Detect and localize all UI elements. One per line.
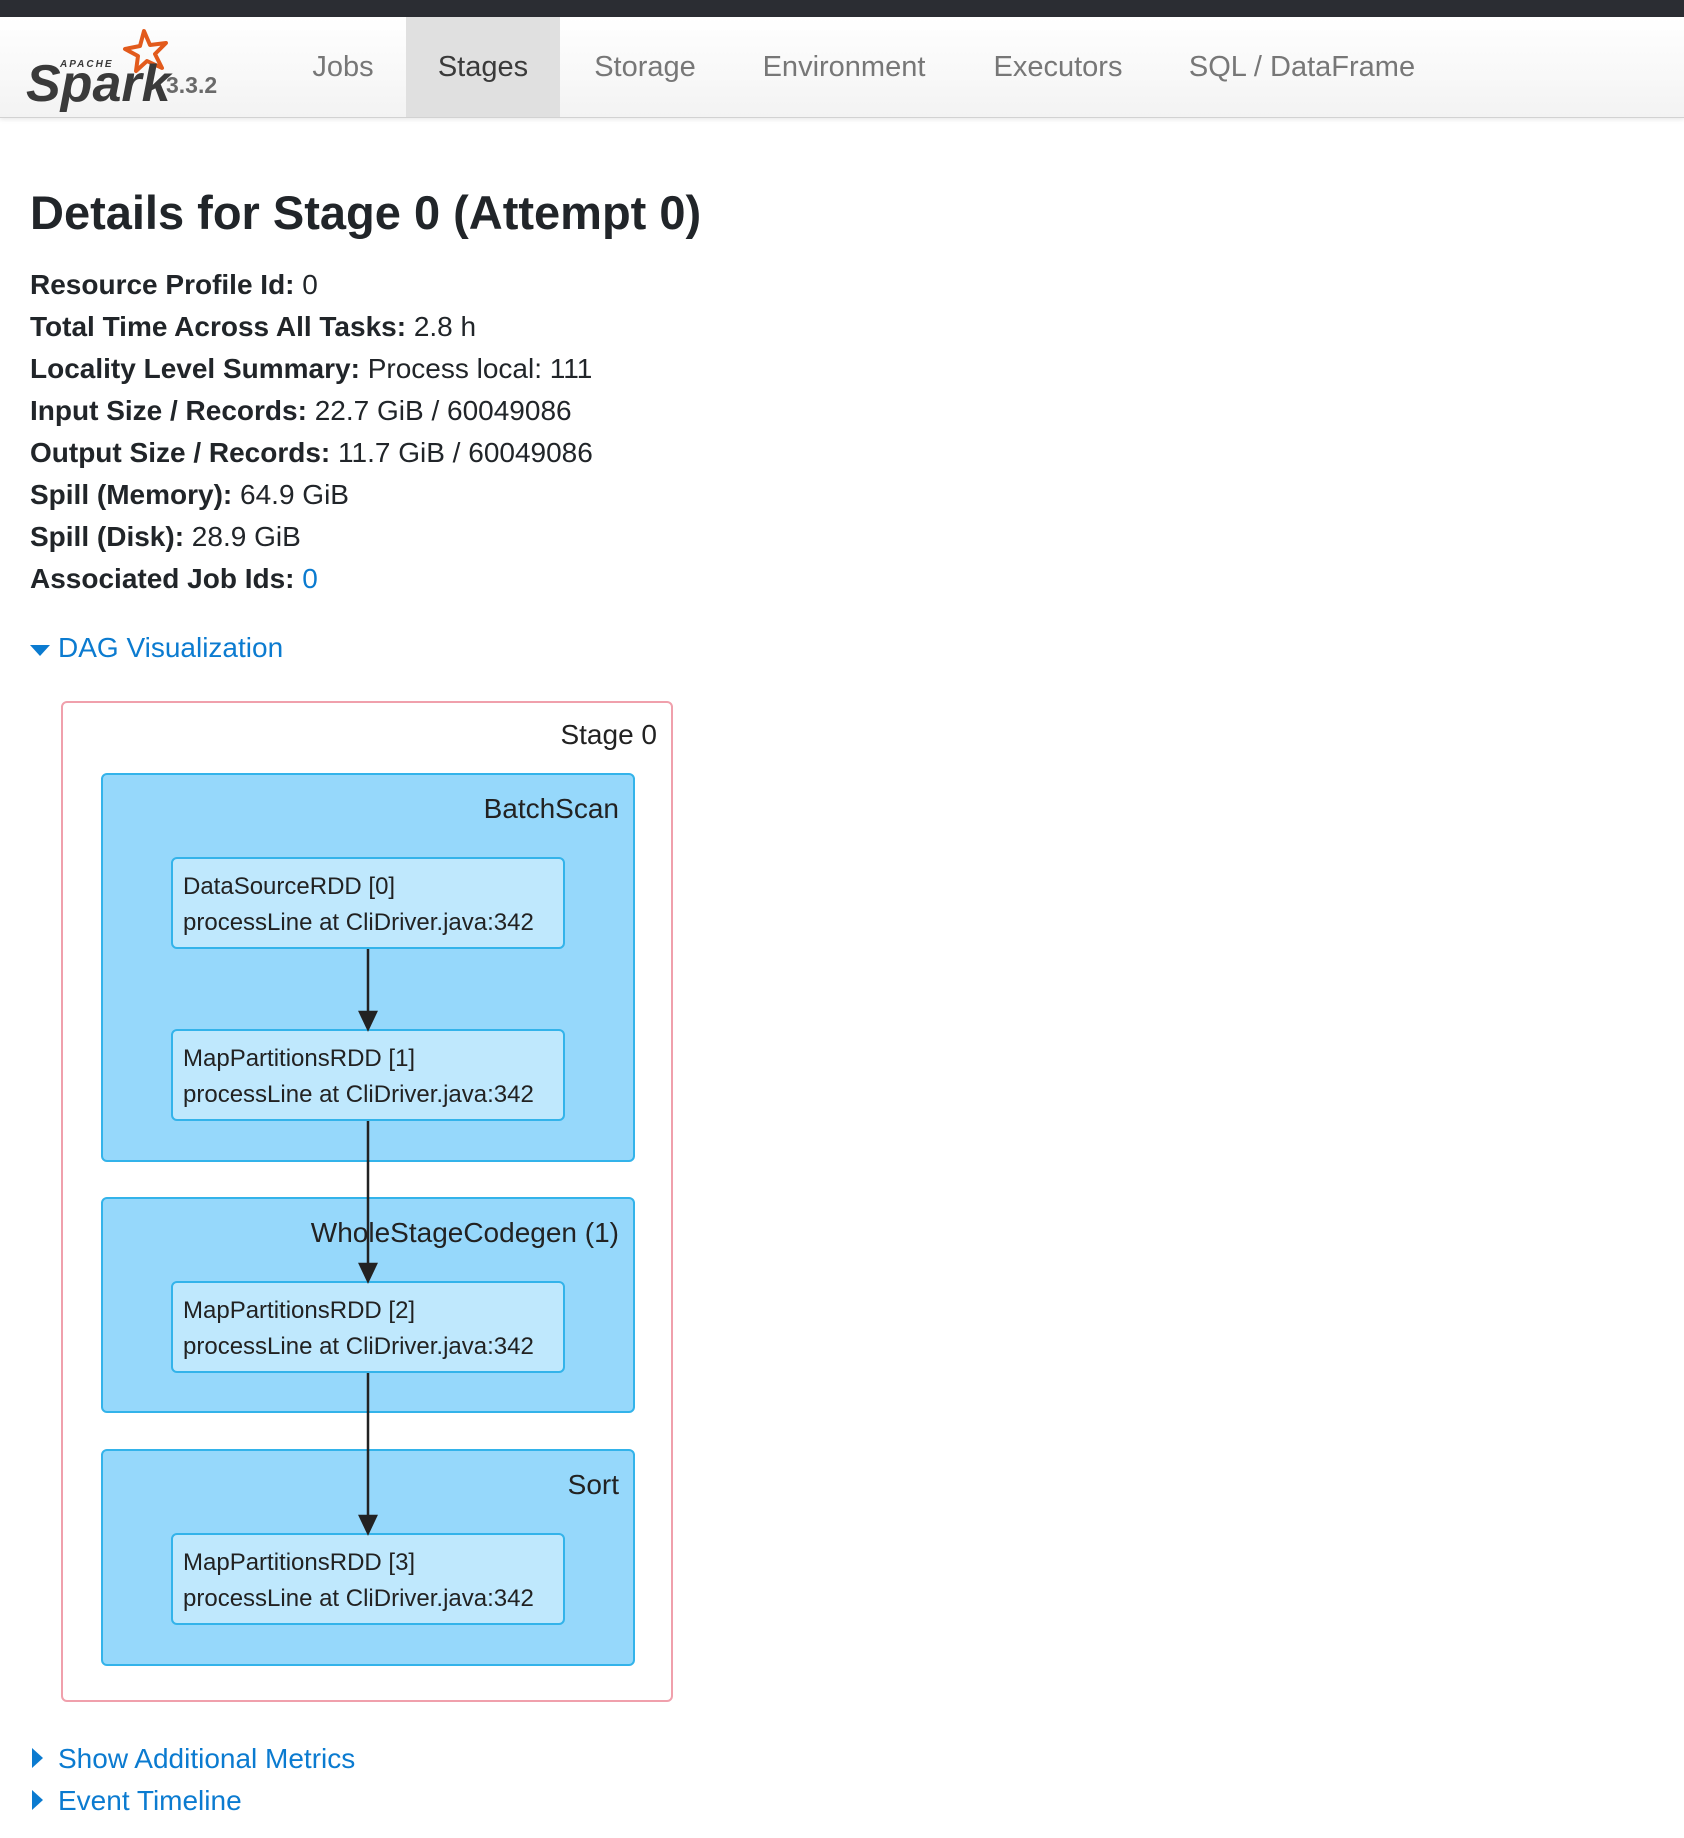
summary-total-time: Total Time Across All Tasks: 2.8 h [30, 311, 477, 342]
cluster-sort: Sort [101, 1449, 635, 1666]
job-id-link[interactable]: 0 [302, 563, 318, 594]
tab-storage[interactable]: Storage [594, 51, 696, 83]
cluster-label: Sort [567, 1469, 619, 1500]
page-title: Details for Stage 0 (Attempt 0) [30, 186, 702, 239]
stage-cluster: Stage 0 [61, 701, 673, 1702]
rdd-name: MapPartitionsRDD [2] [183, 1297, 416, 1324]
rdd-name: MapPartitionsRDD [1] [183, 1045, 416, 1072]
summary-output-size: Output Size / Records: 11.7 GiB / 600490… [30, 437, 593, 468]
rdd-node[interactable]: MapPartitionsRDD [1] processLine at CliD… [171, 1029, 565, 1121]
rdd-name: DataSourceRDD [0] [183, 873, 396, 900]
tab-stages[interactable]: Stages [406, 17, 560, 117]
additional-metrics-label: Show Additional Metrics [58, 1743, 356, 1774]
cluster-wholestagecodegen: WholeStageCodegen (1) [101, 1197, 635, 1413]
spark-logo[interactable]: APACHE Spark [26, 23, 266, 113]
rdd-name: MapPartitionsRDD [3] [183, 1549, 416, 1576]
rdd-callsite: processLine at CliDriver.java:342 [183, 1585, 534, 1612]
caret-right-icon [30, 1738, 58, 1780]
rdd-node[interactable]: MapPartitionsRDD [2] processLine at CliD… [171, 1281, 565, 1373]
edge-arrow-icon [358, 1262, 378, 1284]
top-strip [0, 0, 1684, 17]
tab-environment[interactable]: Environment [762, 51, 926, 83]
rdd-callsite: processLine at CliDriver.java:342 [183, 1333, 534, 1360]
summary-input-size: Input Size / Records: 22.7 GiB / 6004908… [30, 395, 572, 426]
tab-sql-dataframe[interactable]: SQL / DataFrame [1188, 51, 1416, 83]
summary-locality: Locality Level Summary: Process local: 1… [30, 353, 593, 384]
version-label: 3.3.2 [166, 72, 218, 98]
tab-jobs[interactable]: Jobs [312, 51, 374, 83]
tab-executors[interactable]: Executors [993, 51, 1123, 83]
caret-right-icon [30, 1780, 58, 1822]
additional-metrics-toggle[interactable]: Show Additional Metrics [30, 1738, 355, 1780]
event-timeline-toggle[interactable]: Event Timeline [30, 1780, 242, 1822]
navbar: APACHE Spark 3.3.2 Jobs Stages Storage E… [0, 17, 1684, 118]
rdd-callsite: processLine at CliDriver.java:342 [183, 1081, 534, 1108]
summary-resource-profile: Resource Profile Id: 0 [30, 269, 318, 300]
dag-visualization-toggle[interactable]: DAG Visualization [30, 627, 283, 669]
rdd-callsite: processLine at CliDriver.java:342 [183, 909, 534, 936]
rdd-node[interactable]: DataSourceRDD [0] processLine at CliDriv… [171, 857, 565, 949]
stage-label: Stage 0 [560, 719, 657, 750]
spark-star-icon: APACHE Spark [26, 29, 174, 113]
cluster-label: WholeStageCodegen (1) [310, 1217, 619, 1248]
event-timeline-label: Event Timeline [58, 1785, 242, 1816]
edge-arrow-icon [358, 1514, 378, 1536]
cluster-label: BatchScan [483, 793, 619, 824]
rdd-node[interactable]: MapPartitionsRDD [3] processLine at CliD… [171, 1533, 565, 1625]
summary-job-ids: Associated Job Ids: 0 [30, 563, 318, 594]
summary-spill-memory: Spill (Memory): 64.9 GiB [30, 479, 349, 510]
svg-text:APACHE: APACHE [59, 59, 113, 70]
edge-arrow-icon [358, 1010, 378, 1032]
caret-down-icon [30, 627, 58, 669]
cluster-batchscan: BatchScan [101, 773, 635, 1162]
summary-spill-disk: Spill (Disk): 28.9 GiB [30, 521, 301, 552]
stage-summary: Resource Profile Id: 0 Total Time Across… [30, 264, 593, 600]
dag-visualization-label: DAG Visualization [58, 632, 284, 663]
svg-text:Spark: Spark [26, 55, 174, 113]
